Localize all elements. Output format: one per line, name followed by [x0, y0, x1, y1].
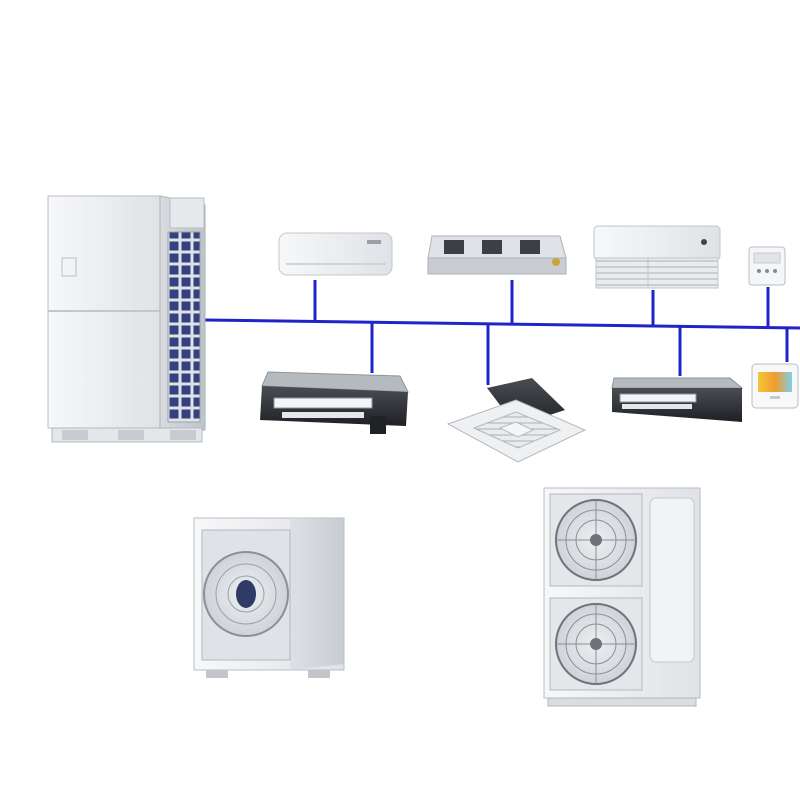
- touch-controller-icon: [751, 363, 799, 409]
- main-pipe: [204, 318, 800, 330]
- concealed-duct-icon-right: [611, 377, 744, 422]
- single-fan-outdoor-icon: [193, 517, 345, 678]
- concealed-duct-icon-left: [260, 371, 409, 434]
- wall-split-icon: [278, 232, 393, 276]
- ceiling-floor-icon: [593, 225, 721, 289]
- wired-controller-icon: [748, 246, 786, 286]
- refrigerant-piping: [204, 280, 800, 385]
- vrf-outdoor-unit-icon: [47, 195, 206, 443]
- duct-unit-icon: [427, 235, 567, 275]
- dual-fan-outdoor-icon: [543, 487, 701, 707]
- upper-fan-icon: [549, 493, 643, 587]
- cassette-icon: [446, 378, 587, 463]
- lower-fan-icon: [549, 597, 643, 691]
